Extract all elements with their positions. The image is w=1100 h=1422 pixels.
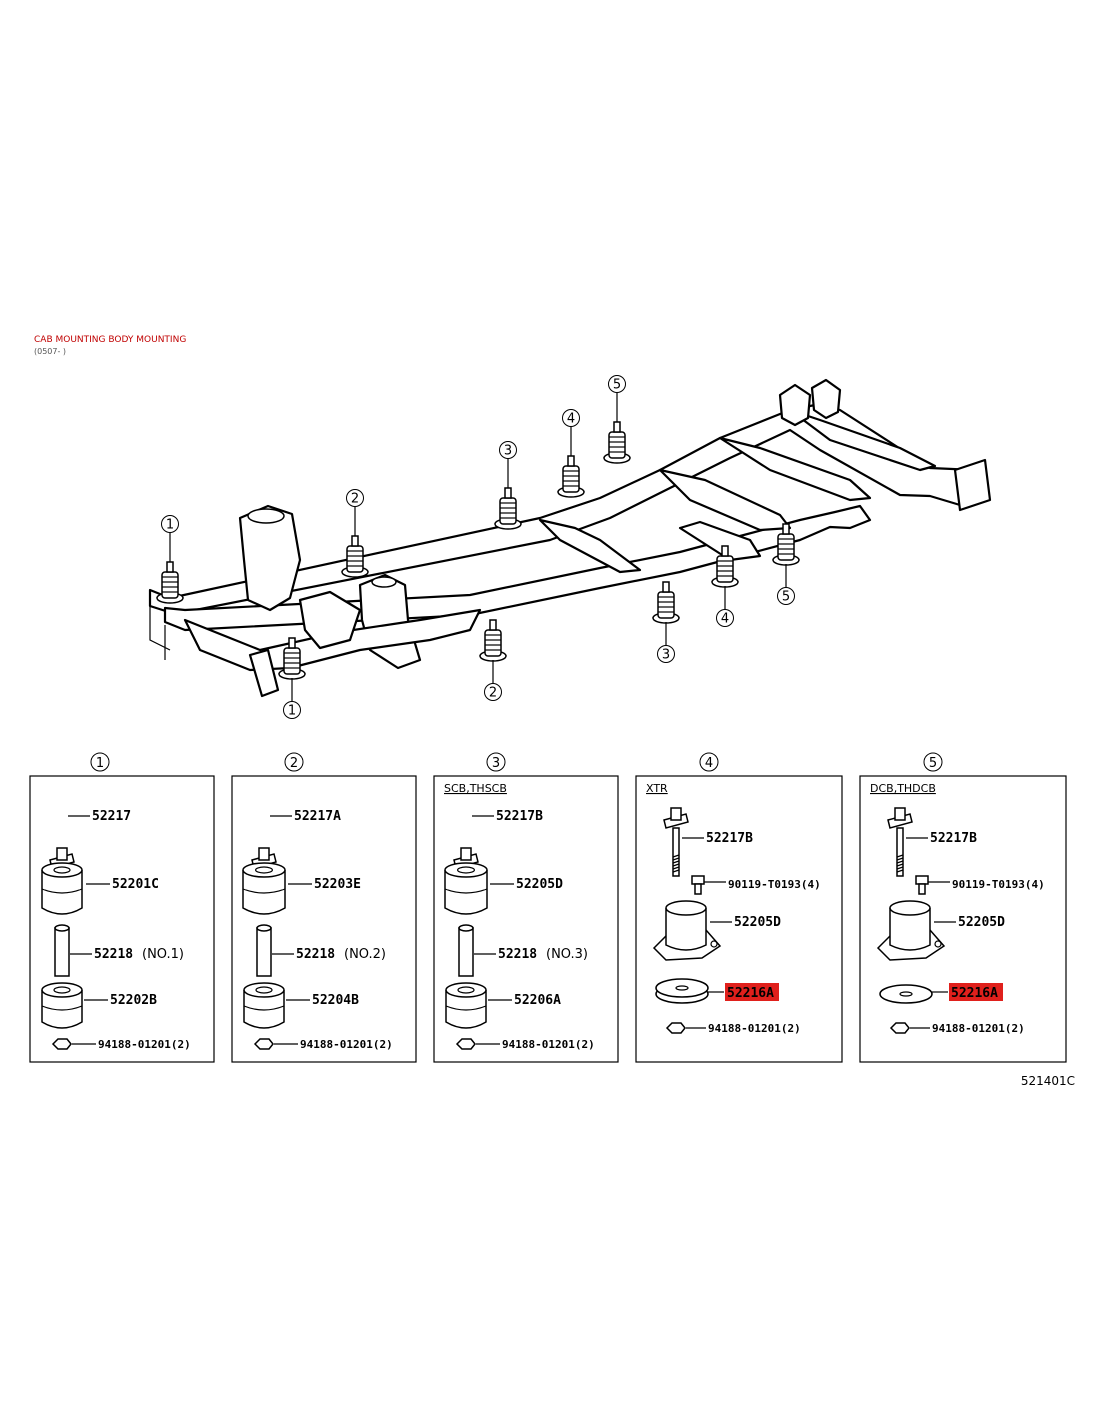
- lower-insulator-part-number: 52206A: [514, 993, 561, 1008]
- panel-callout: 4: [705, 756, 713, 771]
- figure-code: 521401C: [1021, 1074, 1075, 1088]
- upper-insulator-part-number: 52201C: [112, 877, 159, 892]
- washer-part-number: 52216A: [951, 986, 998, 1001]
- page-subtitle: (0507- ): [34, 347, 67, 356]
- panel-caption: SCB,THSCB: [444, 782, 507, 795]
- detail-panel-1: 1 52217 52201C 52218 (NO.1) 52202B 94188-01201…: [29, 752, 215, 1063]
- upper-insulator-part-number: 52205D: [734, 915, 781, 930]
- nut-part-number: 94188-01201(2): [502, 1038, 595, 1051]
- highlight-marker: [725, 983, 779, 1001]
- nut-part-number: 94188-01201(2): [98, 1038, 191, 1051]
- callout-number: 4: [567, 412, 575, 427]
- panel-callout: 3: [492, 756, 500, 771]
- frame-mount-2: 2: [479, 619, 507, 701]
- frame-mount-3: 3: [652, 581, 680, 663]
- frame-mount-5: 5: [772, 523, 800, 605]
- screw-part-number: 90119-T0193(4): [952, 878, 1045, 891]
- collar-note: (NO.1): [142, 947, 184, 962]
- panel-caption: XTR: [646, 782, 668, 795]
- upper-insulator-part-number: 52205D: [516, 877, 563, 892]
- frame-mount-4: 4: [711, 545, 739, 627]
- chassis-frame: [148, 378, 992, 698]
- lower-insulator-part-number: 52204B: [312, 993, 359, 1008]
- detail-panel-2: 2 52217A 52203E 52218 (NO.2) 52204B 94188-0120…: [231, 752, 417, 1063]
- nut-part-number: 94188-01201(2): [708, 1022, 801, 1035]
- callout-number: 3: [504, 444, 512, 459]
- bolt-part-number: 52217: [92, 809, 131, 824]
- collar-note: (NO.2): [344, 947, 386, 962]
- nut-part-number: 94188-01201(2): [300, 1038, 393, 1051]
- panel-callout: 2: [290, 756, 298, 771]
- callout-number: 5: [613, 378, 621, 393]
- upper-insulator-part-number: 52205D: [958, 915, 1005, 930]
- bolt-part-number: 52217B: [706, 831, 753, 846]
- callout-number: 1: [166, 518, 174, 533]
- collar-part-number: 52218: [498, 947, 537, 962]
- frame-mount-1: 1: [156, 515, 184, 604]
- panel-callout: 1: [96, 756, 104, 771]
- callout-number: 4: [721, 612, 729, 627]
- callout-number: 1: [288, 704, 296, 719]
- screw-part-number: 90119-T0193(4): [728, 878, 821, 891]
- panel-caption: DCB,THDCB: [870, 782, 936, 795]
- frame-mount-2: 2: [341, 489, 369, 578]
- frame-mounts: 1 1 2 2 3 3 4 4 5 5: [156, 375, 800, 719]
- callout-number: 2: [351, 492, 359, 507]
- lower-insulator-part-number: 52202B: [110, 993, 157, 1008]
- panel-callout: 5: [929, 756, 937, 771]
- collar-part-number: 52218: [94, 947, 133, 962]
- bolt-part-number: 52217A: [294, 809, 341, 824]
- frame-mount-4: 4: [557, 409, 585, 498]
- frame-mount-5: 5: [603, 375, 631, 464]
- callout-number: 2: [489, 686, 497, 701]
- nut-part-number: 94188-01201(2): [932, 1022, 1025, 1035]
- callout-number: 5: [782, 590, 790, 605]
- collar-part-number: 52218: [296, 947, 335, 962]
- page-title: CAB MOUNTING BODY MOUNTING: [34, 335, 187, 345]
- frame-mount-1: 1: [278, 637, 306, 719]
- frame-mount-3: 3: [494, 441, 522, 530]
- washer-part-number: 52216A: [727, 986, 774, 1001]
- detail-panels: 1 52217 52201C 52218 (NO.1) 52202B 94188-01201…: [29, 752, 1067, 1063]
- bolt-part-number: 52217B: [930, 831, 977, 846]
- highlight-marker: [949, 983, 1003, 1001]
- bolt-part-number: 52217B: [496, 809, 543, 824]
- callout-number: 3: [662, 648, 670, 663]
- upper-insulator-part-number: 52203E: [314, 877, 361, 892]
- collar-note: (NO.3): [546, 947, 588, 962]
